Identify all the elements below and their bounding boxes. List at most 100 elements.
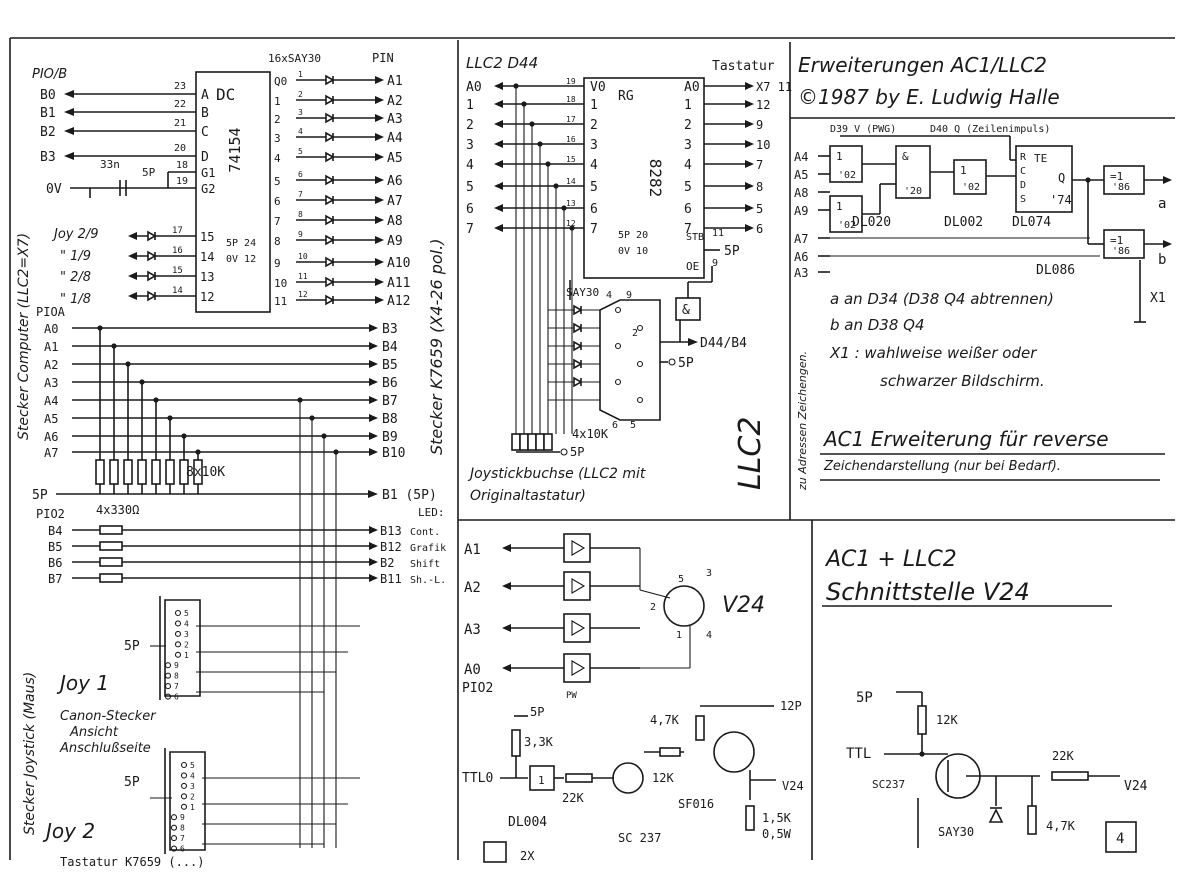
p2-a-out-4: 4 [684,158,692,173]
socket-pin-5 [636,396,644,404]
joy-trunk-dot-0 [297,397,303,403]
p2-out-arrow-0 [745,82,754,90]
p2-pin-in-6: 13 [566,199,576,208]
p4-buffer-1 [563,571,591,601]
p4-arrow-3 [502,664,511,672]
gate-nor-3-label: 1 [960,164,967,177]
p4-r3: 12K [652,771,674,785]
output-diode-3 [325,131,335,143]
d39-label: D39 V (PWG) [830,124,896,135]
p5-r3: 4,7K [1046,819,1076,833]
diode-num-5: 6 [298,170,303,179]
canon2-pin-3: 2 [190,792,195,801]
p2-sp3: 5P [570,445,584,459]
socket-diode-4 [573,376,583,388]
diode-num-7: 8 [298,210,303,219]
din-pin-1: 3 [706,568,712,579]
led-name-3: Sh.-L. [410,575,446,586]
socket-pin-1 [636,324,644,332]
canon1-pin-6: 8 [174,672,179,681]
res-label: 4x10K [572,427,609,441]
p3-a-in-6: A3 [794,266,808,280]
p4-buffer-3 [563,653,591,683]
p2-v-2: 2 [590,118,598,133]
canon2-pin-dot-5 [170,814,178,821]
p2-pin-in-7: 12 [566,219,576,228]
led-in-0: B4 [48,524,62,538]
p4-sp: 5P [530,705,544,719]
led-name-1: Grafik [410,543,446,554]
enable-lines [70,171,196,198]
output-arrow-7 [375,216,384,224]
joy-pin-out-0: 15 [200,230,214,244]
canon2-pin-dot-2 [180,782,188,789]
diode-num-11: 12 [298,290,308,299]
gate-xor-1-type: '86 [1112,182,1130,193]
a-line-arrow-4 [369,396,378,404]
name-dl002: DL002 [944,215,983,230]
decoder-output-8: 8 [274,235,281,248]
led-label: LED: [418,506,445,519]
joy2-sp: 5P [124,775,140,790]
g-pin-0: 18 [176,160,188,171]
p4-r3 [659,747,681,757]
joy-diode-3 [147,290,157,302]
p4-a-1: A2 [464,580,481,596]
pullup-resistor-5 [165,459,175,485]
rg-label: RG [618,89,634,104]
p2-a-in-3: 3 [466,138,474,153]
joy-label-3: " 1/8 [60,292,91,307]
say-label: SAY30 [566,286,599,299]
canon2-pin-2: 3 [190,782,195,791]
stb-label: STB [686,232,704,243]
a-output-10: A11 [387,276,410,291]
joy-pin-in-0: 17 [172,226,183,236]
panel-borders [9,37,1175,860]
canon2-pin-6: 8 [180,824,185,833]
p2-x7-1: 12 [756,98,770,112]
p5-tr: SC237 [872,778,905,791]
p2-a-out-2: 2 [684,118,692,133]
pullup-resistor-3 [137,459,147,485]
output-diode-1 [325,94,335,106]
b-line-label-5: B8 [382,412,398,427]
flipflop-74 [1015,145,1073,213]
a-line-arrow-1 [369,342,378,350]
p2-x7-0: X7 11 [756,80,792,94]
gate-xor-1 [1103,165,1145,195]
p2-v-7: 7 [590,222,598,237]
p2-out-arrow-7 [745,224,754,232]
pullup-resistor-1 [109,459,119,485]
p4-a-2: A3 [464,622,481,638]
p2-res-2 [527,433,537,451]
panel-schnittstelle: AC1 + LLC2 Schnittstelle V24 5P 12K TTL … [822,547,1148,853]
gate-nor-1-label: 1 [836,150,843,163]
canon1-pin-7: 7 [174,682,179,691]
p2-x7-7: 6 [756,222,763,236]
p4-r4: 4,7K [650,713,680,727]
b-line-label-3: B6 [382,376,398,391]
d44-label: D44/B4 [700,336,747,351]
pullup-junction-6 [181,433,187,439]
p2-pin-in-0: 19 [566,77,576,86]
pullup-junction-5 [167,415,173,421]
p2-res-4 [543,433,553,451]
canon1-pin-dot-5 [164,662,172,669]
led-resistor-1 [99,541,123,551]
p5-ttl: TTL [846,746,871,762]
canon2-pin-dot-4 [180,803,188,810]
din-w2 [639,589,671,599]
joy-label-0: Joy 2/9 [51,227,99,242]
led-in-2: B6 [48,556,62,570]
p2-in-arrow-3 [494,140,503,148]
output-diode-5 [325,174,335,186]
canon2-pin-5: 9 [180,813,185,822]
side-label-joystick: Stecker Joystick (Maus) [22,672,38,835]
a-line-arrow-0 [369,324,378,332]
p2-drop-dot-6 [561,205,567,211]
p2-a-in-4: 4 [466,158,474,173]
canon1-pin-5: 9 [174,661,179,670]
din-pin-0: 5 [678,574,684,585]
